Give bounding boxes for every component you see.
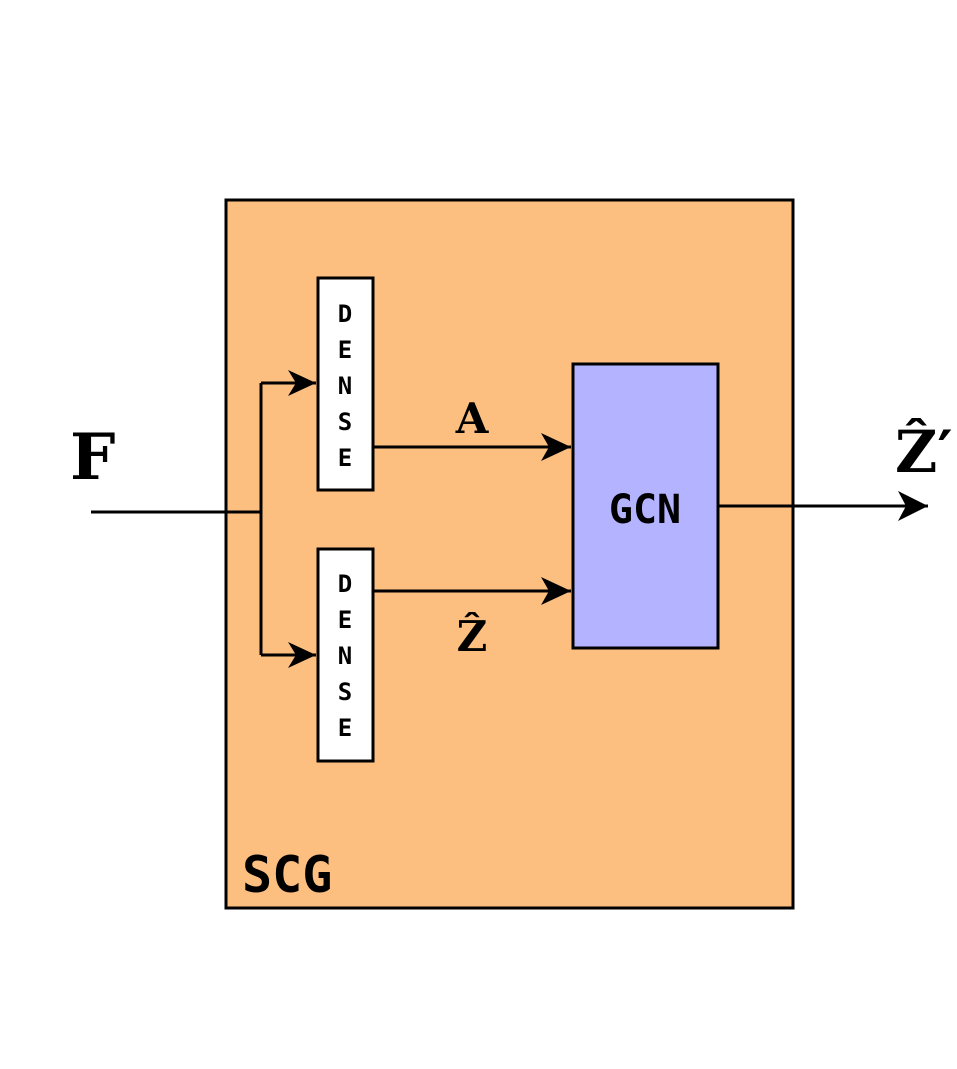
arrowhead-dense-top	[288, 370, 316, 396]
gcn-label: GCN	[609, 487, 681, 533]
arrowhead-z	[541, 577, 571, 605]
arrowhead-dense-bottom	[288, 642, 316, 668]
dense-top-letter-3: N	[338, 372, 352, 400]
gcn-box	[571, 362, 720, 650]
output-arrowhead	[898, 491, 928, 521]
dense-top-box	[316, 276, 375, 492]
dense-bottom-letter-1: D	[338, 570, 352, 598]
dense-bottom-letter-2: E	[338, 606, 352, 634]
edge-label-z-hat: Ẑ	[457, 611, 488, 661]
dense-top-letter-4: S	[338, 408, 352, 436]
arrowhead-a	[541, 433, 571, 461]
dense-bottom-letter-3: N	[338, 642, 352, 670]
dense-top-letter-1: D	[338, 300, 352, 328]
dense-bottom-letter-4: S	[338, 678, 352, 706]
edge-label-a: A	[455, 394, 490, 443]
input-label-f: F	[70, 420, 115, 495]
dense-bottom-box	[316, 547, 375, 763]
output-label-z-prime: Ẑ′	[895, 418, 953, 486]
dense-top-letter-2: E	[338, 336, 352, 364]
module-label-scg: SCG	[242, 846, 332, 904]
dense-top-letter-5: E	[338, 444, 352, 472]
dense-bottom-letter-5: E	[338, 714, 352, 742]
